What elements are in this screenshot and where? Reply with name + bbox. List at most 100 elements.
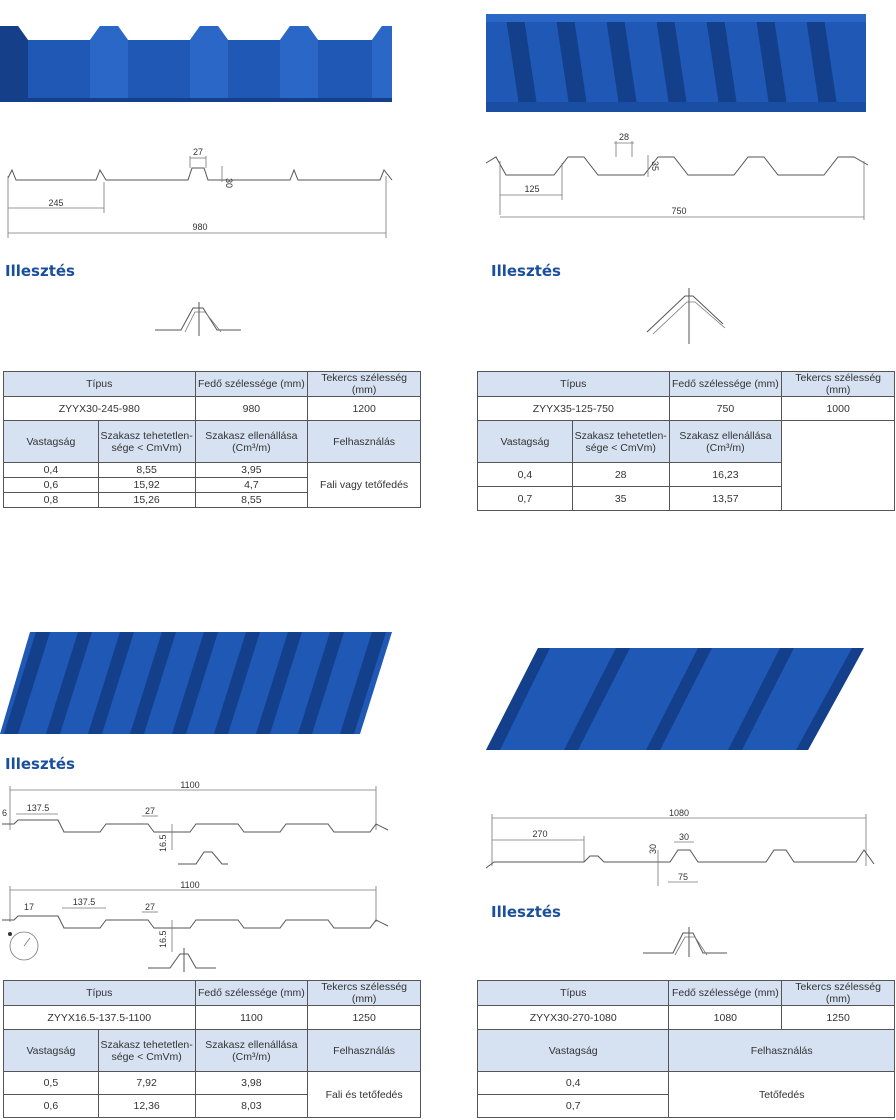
use-value: Fali vagy tetőfedés [307, 462, 421, 508]
table-cell: 0,5 [3, 1071, 99, 1095]
type-value: ZYYX30-270-1080 [476, 1005, 670, 1030]
cover-value: 980 [194, 396, 309, 421]
header-thickness: Vastagság [3, 1029, 99, 1072]
header-thickness: Vastagság [3, 420, 99, 463]
heading-illesztes-4: Illesztés [491, 903, 561, 921]
table-cell: 15,92 [97, 477, 196, 493]
dim-pitch: 245 [48, 198, 63, 208]
dim-total: 1080 [669, 808, 689, 818]
dim-height-b: 16.5 [158, 930, 168, 948]
dim-total-b: 1100 [180, 880, 199, 890]
dim-height-a: 16.5 [158, 834, 168, 852]
header-use: Felhasználás [307, 1029, 421, 1072]
header-thickness: Vastagság [476, 1029, 670, 1072]
heading-illesztes-3: Illesztés [5, 755, 75, 773]
table-cell: 16,23 [668, 462, 783, 487]
corrugated-sheet-image-4 [486, 648, 864, 750]
spec-table-1: Típus Fedő szélessége (mm) Tekercs széle… [3, 371, 421, 508]
header-cover: Fedő szélessége (mm) [668, 980, 783, 1006]
coil-value: 1250 [781, 1005, 895, 1030]
dim-rib-a: 27 [145, 806, 155, 816]
table-cell: 0,4 [476, 1071, 670, 1095]
dim-rib-b: 27 [145, 902, 155, 912]
header-resistance: Szakasz ellenállása(Cm³/m) [194, 1029, 309, 1072]
table-cell: 8,55 [97, 462, 196, 478]
corrugated-sheet-image-2 [486, 14, 866, 112]
dim-total: 750 [671, 206, 686, 216]
joint-detail-2 [646, 288, 726, 344]
header-cover: Fedő szélessége (mm) [668, 371, 783, 397]
table-cell: 28 [571, 462, 670, 487]
spec-table-2: Típus Fedő szélessége (mm) Tekercs széle… [477, 371, 895, 511]
header-inertia: Szakasz tehetetlen-sége < CmVm) [97, 420, 196, 463]
header-use: Felhasználás [307, 420, 421, 463]
heading-illesztes-1: Illesztés [5, 262, 75, 280]
dim-edge-b: 17 [24, 902, 34, 912]
spec-table-3: Típus Fedő szélessége (mm) Tekercs széle… [3, 980, 421, 1118]
dim-total: 980 [192, 222, 207, 232]
dim-edge: 6 [2, 808, 7, 818]
profile-drawing-2: 125 750 28 35 [485, 132, 869, 220]
header-coil: Tekercs szélesség (mm) [307, 980, 421, 1006]
header-coil: Tekercs szélesség (mm) [781, 980, 895, 1006]
profile-drawing-4: 1080 270 30 30 75 [485, 808, 875, 886]
dim-rib-top: 28 [619, 132, 629, 142]
cover-value: 1100 [194, 1005, 309, 1030]
table-cell: 3,98 [194, 1071, 309, 1095]
header-inertia: Szakasz tehetetlen-sége < CmVm) [571, 420, 670, 463]
table-cell: 12,36 [97, 1094, 196, 1118]
header-inertia: Szakasz tehetetlen-sége < CmVm) [97, 1029, 196, 1072]
dim-rib-base: 75 [678, 872, 688, 882]
header-type: Típus [476, 980, 670, 1006]
dim-pitch-a: 137.5 [27, 803, 50, 813]
table-cell: 15,26 [97, 492, 196, 508]
header-type: Típus [3, 980, 196, 1006]
table-cell: 7,92 [97, 1071, 196, 1095]
use-value: Tetőfedés [668, 1071, 895, 1118]
corrugated-sheet-image-1 [0, 26, 392, 102]
dim-height: 35 [650, 161, 660, 171]
table-cell: 35 [571, 486, 670, 511]
header-resistance: Szakasz ellenállása(Cm³/m) [668, 420, 783, 463]
type-value: ZYYX35-125-750 [477, 396, 670, 421]
header-resistance: Szakasz ellenállása(Cm³/m) [194, 420, 309, 463]
table-cell: 8,55 [194, 492, 309, 508]
table-cell: 0,4 [3, 462, 99, 478]
joint-detail-4 [643, 927, 727, 957]
profile-drawing-1: 245 980 27 30 [7, 147, 393, 238]
dim-rib-top: 30 [679, 832, 689, 842]
corrugated-sheet-image-3 [0, 632, 392, 734]
joint-detail-1 [155, 302, 241, 336]
table-cell: 0,6 [3, 1094, 99, 1118]
type-value: ZYYX16.5-137.5-1100 [3, 1005, 196, 1030]
header-thickness: Vastagság [477, 420, 573, 463]
dim-rib-top: 27 [193, 147, 203, 157]
profile-drawing-3a: 1100 137.5 6 27 16.5 [2, 780, 389, 865]
table-cell: 0,7 [476, 1094, 670, 1118]
use-value: Fali és tetőfedés [307, 1071, 421, 1118]
table-cell: 0,4 [477, 462, 573, 487]
cover-value: 1080 [668, 1005, 783, 1030]
table-cell: 4,7 [194, 477, 309, 493]
cover-value: 750 [668, 396, 783, 421]
table-cell: 0,8 [3, 492, 99, 508]
coil-value: 1200 [307, 396, 421, 421]
dim-pitch-b: 137.5 [73, 897, 96, 907]
table-cell: 0,6 [3, 477, 99, 493]
use-value [781, 420, 895, 511]
heading-illesztes-2: Illesztés [491, 262, 561, 280]
header-coil: Tekercs szélesség (mm) [307, 371, 421, 397]
dim-total-a: 1100 [180, 780, 199, 790]
dim-height: 30 [648, 844, 658, 854]
table-cell: 8,03 [194, 1094, 309, 1118]
header-use: Felhasználás [668, 1029, 895, 1072]
table-cell: 0,7 [477, 486, 573, 511]
header-type: Típus [3, 371, 196, 397]
coil-value: 1000 [781, 396, 895, 421]
table-cell: 13,57 [668, 486, 783, 511]
dim-pitch: 125 [524, 184, 539, 194]
profile-drawing-3b: 1100 137.5 17 27 16.5 [2, 880, 389, 972]
header-cover: Fedő szélessége (mm) [194, 980, 309, 1006]
header-coil: Tekercs szélesség (mm) [781, 371, 895, 397]
type-value: ZYYX30-245-980 [3, 396, 196, 421]
